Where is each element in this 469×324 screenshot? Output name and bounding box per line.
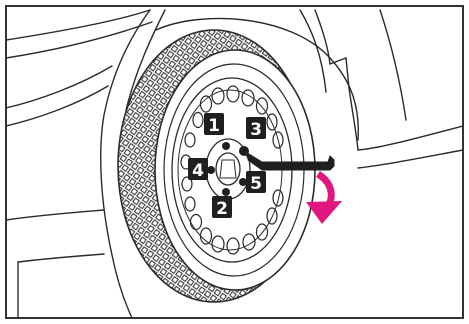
lug-nut-badge-2: 2 xyxy=(212,196,232,219)
lug-nut-badge-1: 1 xyxy=(204,113,224,136)
lug-nut-4 xyxy=(207,166,215,174)
badge-label-1: 1 xyxy=(208,116,220,136)
lug-nut-badge-4: 4 xyxy=(188,158,208,181)
badge-label-2: 2 xyxy=(216,199,228,219)
lug-nut-2 xyxy=(222,188,230,196)
badge-label-3: 3 xyxy=(250,120,262,140)
lug-nut-5 xyxy=(239,178,247,186)
badge-label-5: 5 xyxy=(250,174,262,194)
lug-nut-1 xyxy=(222,142,230,150)
lug-nut-badge-3: 3 xyxy=(246,117,266,140)
badge-label-4: 4 xyxy=(192,161,204,181)
lug-nut-badge-5: 5 xyxy=(246,171,266,194)
